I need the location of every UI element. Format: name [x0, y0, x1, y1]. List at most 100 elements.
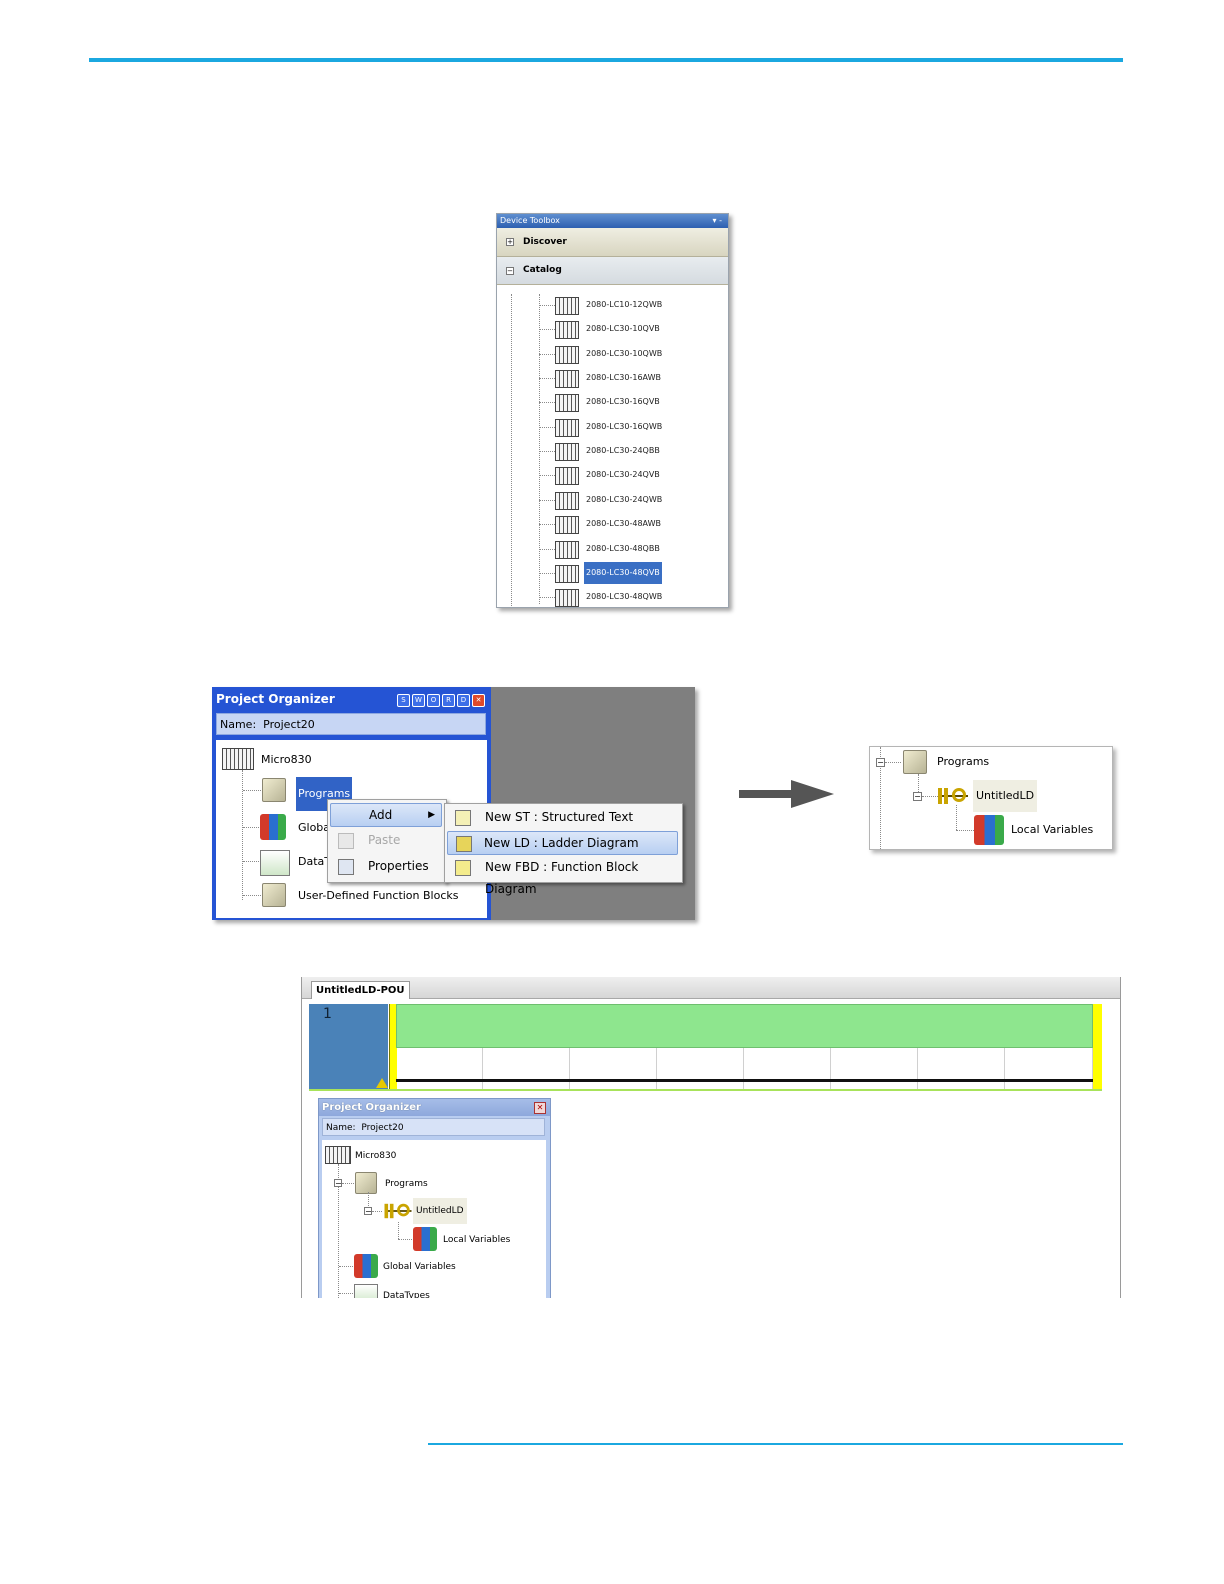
tree-item-udfb[interactable]: User-Defined Function Blocks — [298, 889, 459, 902]
floating-tree-programs[interactable]: Programs — [385, 1179, 428, 1189]
result-local-variables[interactable]: Local Variables — [1011, 823, 1094, 836]
discover-section[interactable]: + Discover — [497, 228, 728, 257]
submenu-arrow-icon: ▶ — [428, 810, 435, 820]
menu-item-paste-label: Paste — [368, 833, 401, 847]
catalog-item[interactable]: 2080-LC30-48QVB — [539, 561, 719, 584]
catalog-item[interactable]: 2080-LC30-24QWB — [539, 489, 719, 511]
catalog-item-label: 2080-LC30-24QBB — [586, 446, 660, 456]
close-icon[interactable]: ✕ — [472, 694, 485, 707]
structured-text-icon — [455, 810, 471, 826]
datatypes-icon — [354, 1284, 378, 1298]
ladder-editor-window: UntitledLD-POU 1 Project Organizer ✕ Nam… — [301, 977, 1121, 1298]
catalog-item[interactable]: 2080-LC30-48AWB — [539, 513, 719, 535]
catalog-item-label: 2080-LC30-16QVB — [586, 397, 660, 407]
d-button[interactable]: D — [457, 694, 470, 707]
plc-controller-icon — [555, 394, 579, 413]
catalog-item-label: 2080-LC30-48QWB — [586, 592, 663, 602]
catalog-item-label: 2080-LC30-16QWB — [586, 421, 663, 431]
catalog-tree: 2080-LC10-12QWB 2080-LC30-10QVB 2080-LC30-… — [497, 294, 728, 607]
menu-item-add-label: Add — [369, 808, 393, 822]
catalog-item[interactable]: 2080-LC30-24QVB — [539, 464, 719, 486]
right-power-rail — [1093, 1004, 1102, 1089]
catalog-item[interactable]: 2080-LC30-16QVB — [539, 391, 719, 413]
menu-item-properties-label: Properties — [368, 859, 429, 873]
tree-item-controller[interactable]: Micro830 — [261, 753, 312, 766]
folder-icon — [262, 883, 286, 907]
grid-cell[interactable] — [744, 1048, 831, 1090]
rung-number: 1 — [323, 1006, 332, 1022]
plc-controller-icon — [555, 491, 579, 510]
function-block-icon — [455, 860, 471, 876]
grid-cell[interactable] — [1005, 1048, 1093, 1090]
catalog-item-label: 2080-LC30-24QWB — [586, 494, 663, 504]
r-button[interactable]: R — [442, 694, 455, 707]
catalog-item-label: 2080-LC10-12QWB — [586, 300, 663, 309]
result-programs[interactable]: Programs — [937, 755, 990, 768]
floating-tree-controller[interactable]: Micro830 — [355, 1151, 397, 1161]
plc-controller-icon — [555, 564, 579, 583]
plc-controller-icon — [555, 297, 579, 315]
catalog-item[interactable]: 2080-LC10-12QWB — [539, 294, 719, 316]
expand-icon[interactable]: + — [506, 238, 514, 246]
submenu-new-st[interactable]: New ST : Structured Text — [447, 806, 678, 828]
grid-cell[interactable] — [483, 1048, 570, 1090]
grid-cell[interactable] — [570, 1048, 657, 1090]
submenu-new-fbd-label: New FBD : Function Block Diagram — [485, 860, 639, 896]
floating-tree-untitledld[interactable]: UntitledLD — [413, 1198, 467, 1224]
right-arrow-icon — [739, 780, 834, 808]
ladder-diagram-icon — [384, 1202, 412, 1220]
catalog-item[interactable]: 2080-LC30-48QWB — [539, 586, 719, 607]
plc-controller-icon — [555, 443, 579, 462]
catalog-item-label: 2080-LC30-48QBB — [586, 543, 660, 553]
catalog-item[interactable]: 2080-LC30-10QVB — [539, 318, 719, 340]
menu-item-properties[interactable]: Properties — [330, 855, 440, 877]
folder-icon — [903, 750, 927, 774]
collapse-icon[interactable]: − — [364, 1207, 372, 1216]
result-program-untitledld[interactable]: UntitledLD — [973, 780, 1038, 812]
catalog-section[interactable]: − Catalog — [497, 257, 728, 285]
grid-cell[interactable] — [657, 1048, 744, 1090]
floating-tree-datatypes[interactable]: DataTypes — [383, 1291, 430, 1298]
device-toolbox-title: Device Toolbox ▾ - — [497, 214, 728, 228]
header-rule — [89, 58, 1123, 62]
submenu-new-ld[interactable]: New LD : Ladder Diagram — [447, 831, 678, 855]
variables-cube-icon — [354, 1254, 378, 1278]
collapse-icon[interactable]: − — [913, 792, 922, 801]
floating-tree-local-variables[interactable]: Local Variables — [443, 1235, 511, 1245]
submenu-new-fbd[interactable]: New FBD : Function Block Diagram — [447, 856, 678, 896]
grid-cell[interactable] — [396, 1048, 483, 1090]
s-button[interactable]: S — [397, 694, 410, 707]
rung-header[interactable] — [396, 1004, 1093, 1048]
submenu-new-ld-label: New LD : Ladder Diagram — [484, 836, 639, 850]
tree-item-global-variables[interactable]: Globa — [298, 821, 331, 834]
name-label: Name: — [326, 1123, 356, 1133]
variables-cube-icon — [413, 1227, 437, 1251]
collapse-icon[interactable]: − — [876, 758, 885, 767]
o-button[interactable]: O — [427, 694, 440, 707]
dropdown-arrow-icon[interactable]: ▾ - — [712, 216, 722, 225]
w-button[interactable]: W — [412, 694, 425, 707]
floating-tree-global-variables[interactable]: Global Variables — [383, 1262, 456, 1272]
collapse-icon[interactable]: − — [334, 1179, 342, 1188]
project-name-bar: Name: Project20 — [216, 713, 486, 735]
catalog-item[interactable]: 2080-LC30-16QWB — [539, 416, 719, 438]
grid-cell[interactable] — [831, 1048, 918, 1090]
plc-controller-icon — [555, 345, 579, 364]
menu-item-add[interactable]: Add ▶ — [330, 803, 442, 827]
close-icon[interactable]: ✕ — [534, 1102, 546, 1114]
collapse-icon[interactable]: − — [506, 267, 514, 275]
catalog-item[interactable]: 2080-LC30-10QWB — [539, 343, 719, 365]
plc-controller-icon — [555, 589, 579, 607]
ladder-diagram-icon — [456, 836, 472, 852]
grid-cell[interactable] — [918, 1048, 1005, 1090]
footer-rule — [428, 1443, 1123, 1445]
tree-item-datatypes[interactable]: DataT — [298, 855, 331, 868]
catalog-item[interactable]: 2080-LC30-16AWB — [539, 367, 719, 389]
plc-controller-icon — [555, 370, 579, 389]
properties-icon — [338, 859, 354, 875]
catalog-item[interactable]: 2080-LC30-24QBB — [539, 440, 719, 462]
rung-number-cell[interactable]: 1 — [309, 1004, 388, 1089]
catalog-item[interactable]: 2080-LC30-48QBB — [539, 538, 719, 560]
tab-untitledld-pou[interactable]: UntitledLD-POU — [311, 981, 410, 999]
paste-icon — [338, 833, 354, 849]
